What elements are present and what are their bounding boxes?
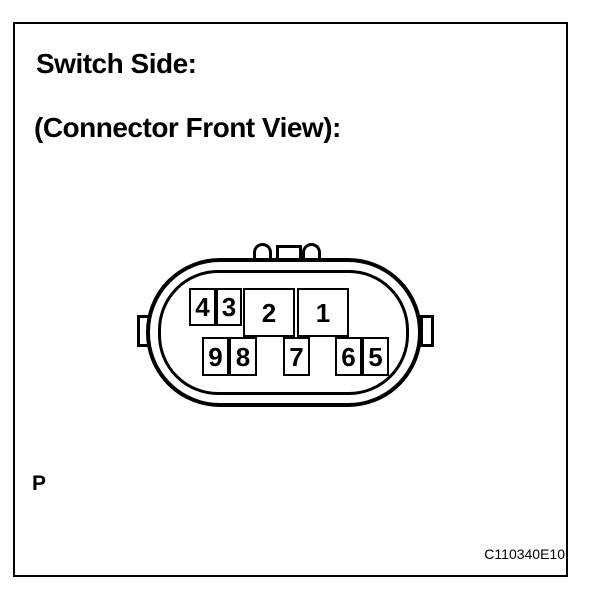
- top-lock-tab-icon: [276, 245, 302, 261]
- pin-cell-6: 6: [335, 337, 362, 376]
- heading-connector-front-view: (Connector Front View):: [34, 112, 341, 143]
- page-letter: P: [32, 472, 47, 495]
- side-tab-right-icon: [420, 315, 434, 347]
- pin-cell-1: 1: [297, 288, 349, 337]
- heading-switch-side: Switch Side:: [36, 48, 197, 79]
- top-guide-tab-left-icon: [253, 243, 272, 261]
- pin-cell-7: 7: [283, 337, 310, 376]
- pin-cell-5: 5: [362, 337, 389, 376]
- figure-code: C110340E10: [484, 546, 565, 562]
- top-guide-tab-right-icon: [302, 243, 321, 261]
- pin-cell-3: 3: [216, 288, 242, 326]
- pin-cell-4: 4: [189, 288, 216, 326]
- pin-cell-8: 8: [229, 337, 257, 376]
- pin-cell-2: 2: [243, 288, 295, 337]
- pin-cell-9: 9: [202, 337, 229, 376]
